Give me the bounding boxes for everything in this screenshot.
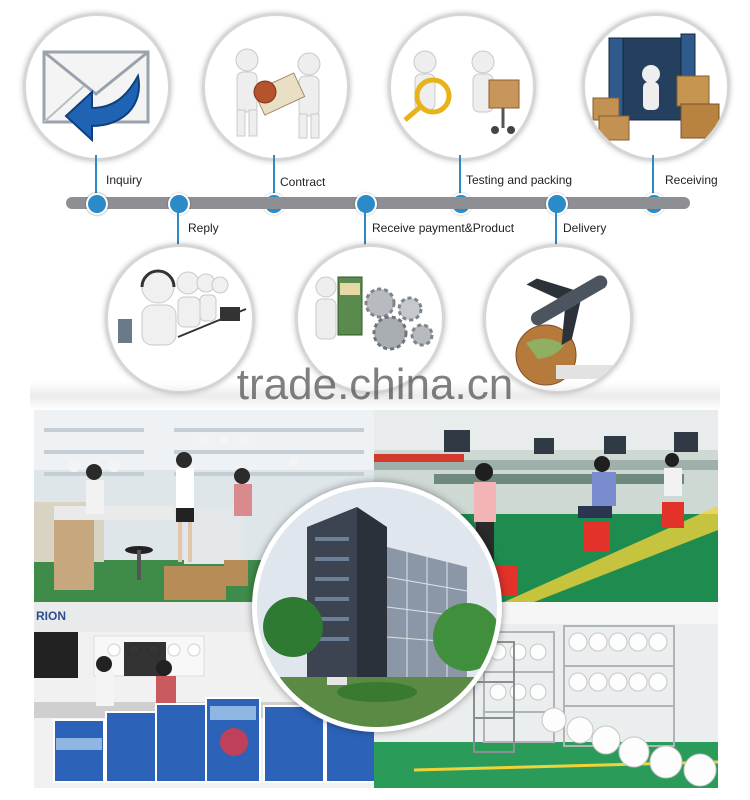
receiving-circle bbox=[582, 13, 730, 161]
airplane-globe-icon bbox=[515, 275, 616, 386]
reply-circle bbox=[105, 244, 255, 394]
company-building-photo bbox=[252, 482, 502, 732]
watermark-banner bbox=[30, 382, 720, 410]
handshake-contract-icon bbox=[235, 48, 321, 139]
container-boxes-icon bbox=[592, 33, 720, 141]
testing-circle bbox=[388, 13, 536, 161]
contract-label: Contract bbox=[280, 175, 326, 189]
watermark-text: trade.china.cn bbox=[236, 360, 514, 409]
delivery-label: Delivery bbox=[563, 221, 607, 235]
delivery-circle bbox=[483, 244, 633, 394]
call-center-icon bbox=[118, 269, 247, 346]
contract-circle bbox=[202, 13, 350, 161]
payment-label: Receive payment&Product bbox=[372, 221, 515, 235]
reply-dot bbox=[168, 193, 190, 215]
testing-label: Testing and packing bbox=[466, 173, 573, 187]
camera-testing-racks-photo bbox=[374, 602, 718, 788]
payment-gears-icon bbox=[315, 276, 434, 351]
envelope-reply-icon bbox=[42, 50, 150, 143]
inquiry-label: Inquiry bbox=[106, 173, 143, 187]
reply-label: Reply bbox=[188, 221, 219, 235]
payment-circle bbox=[295, 244, 445, 394]
receiving-label: Receiving bbox=[665, 173, 718, 187]
timeline-bar bbox=[66, 197, 690, 209]
delivery-dot bbox=[546, 193, 568, 215]
payment-dot bbox=[355, 193, 377, 215]
magnifier-packing-icon bbox=[403, 50, 520, 134]
inquiry-circle bbox=[23, 13, 171, 161]
inquiry-dot-on-bar bbox=[86, 193, 108, 215]
showroom-sign-text: RION bbox=[36, 609, 66, 623]
